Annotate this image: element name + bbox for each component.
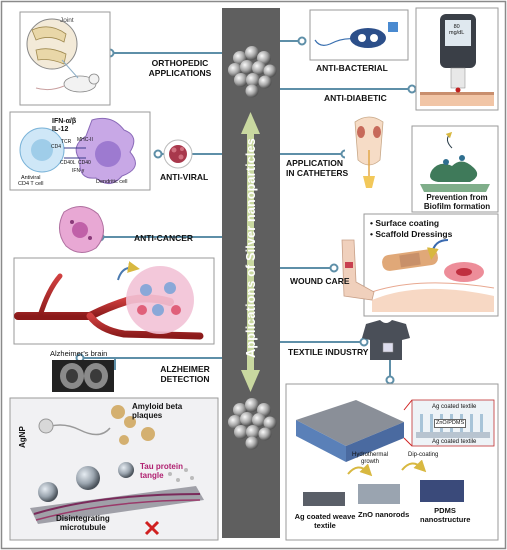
- label-textile: TEXTILE INDUSTRY: [288, 347, 369, 357]
- label-anti-viral: ANTI-VIRAL: [160, 172, 209, 182]
- hydrothermal-label: Hydrothermal growth: [352, 452, 389, 465]
- step-zno-label: ZnO nanorods: [358, 510, 410, 519]
- dip-coating-label: Dip-coating: [408, 452, 439, 458]
- wound-item-text: Surface coating: [375, 218, 440, 228]
- dendritic-label: Dendritic cell: [96, 179, 128, 185]
- label-orthopedic: ORTHOPEDIC APPLICATIONS: [148, 58, 212, 78]
- catheter-illustration: [345, 112, 393, 188]
- mhc-label: MHC-II: [77, 137, 93, 143]
- alzheimer-brain-illustration: [52, 360, 114, 392]
- alzheimer-mechanism-illustration: [9, 397, 219, 541]
- cytokine-label: IFN-α/β IL-12: [52, 118, 77, 133]
- alzheimer-brain-label: Alzheimer's brain: [50, 349, 108, 358]
- shirt-illustration: [362, 320, 410, 360]
- tumor-vasculature-illustration: [13, 257, 215, 345]
- virus-icon: [163, 139, 193, 169]
- tcell-label: Antiviral CD4 T cell: [18, 175, 44, 187]
- double-arrow: [241, 112, 260, 392]
- wound-item-surface-coating: • Surface coating: [370, 218, 440, 228]
- joint-label: Joint: [60, 17, 74, 24]
- ifng-label: IFN-γ: [72, 168, 85, 174]
- ag-coated-label: Ag coated textile: [432, 404, 477, 410]
- leg-illustration: [341, 239, 375, 301]
- anti-cancer-illustration: [59, 206, 104, 253]
- step-pdms-label: PDMS nanostructure: [420, 506, 471, 524]
- orthopedic-illustration: [19, 11, 111, 106]
- biofilm-illustration: [411, 125, 499, 213]
- label-wound-care: WOUND CARE: [290, 276, 350, 286]
- wound-items: • Surface coating • Scaffold Dressings: [370, 218, 452, 240]
- label-catheters: APPLICATION IN CATHETERS: [286, 158, 349, 178]
- label-anti-bacterial: ANTI-BACTERIAL: [316, 63, 388, 73]
- label-alzheimer: ALZHEIMER DETECTION: [160, 364, 210, 384]
- nanoparticle-cluster-top: [228, 46, 277, 98]
- amyloid-label: Amyloid beta plaques: [132, 402, 183, 420]
- anti-viral-illustration: [9, 111, 151, 191]
- figure-title-text: Applications of Silver nanoparticles: [244, 138, 258, 358]
- step-weave-label: Ag coated weave textile: [294, 512, 356, 530]
- ag-coated-label-2: Ag coated textile: [432, 439, 477, 445]
- zno-pdms-label: ZnO/PDMS: [434, 419, 467, 428]
- cd40l-label: CD40L: [60, 160, 76, 166]
- tau-label: Tau protein tangle: [140, 462, 183, 480]
- anti-bacterial-illustration: [309, 9, 409, 61]
- agnp-label: AgNP: [18, 426, 27, 448]
- microtubule-label: Disintegrating microtubule: [56, 514, 110, 532]
- glucose-reading: 80 mg/dL: [449, 24, 465, 36]
- label-anti-diabetic: ANTI-DIABETIC: [324, 93, 387, 103]
- anti-diabetic-illustration: [415, 7, 499, 111]
- biofilm-label: Prevention from Biofilm formation: [423, 193, 491, 211]
- cd4-label: CD4: [51, 144, 62, 150]
- tcr-label: TCR: [61, 139, 72, 145]
- nanoparticle-cluster-bottom: [228, 398, 277, 450]
- wound-item-text: Scaffold Dressings: [375, 229, 453, 239]
- wound-care-illustration: [363, 213, 499, 317]
- label-anti-cancer: ANTI-CANCER: [134, 233, 194, 243]
- wound-item-scaffold: • Scaffold Dressings: [370, 229, 453, 239]
- cd40-label: CD40: [78, 160, 91, 166]
